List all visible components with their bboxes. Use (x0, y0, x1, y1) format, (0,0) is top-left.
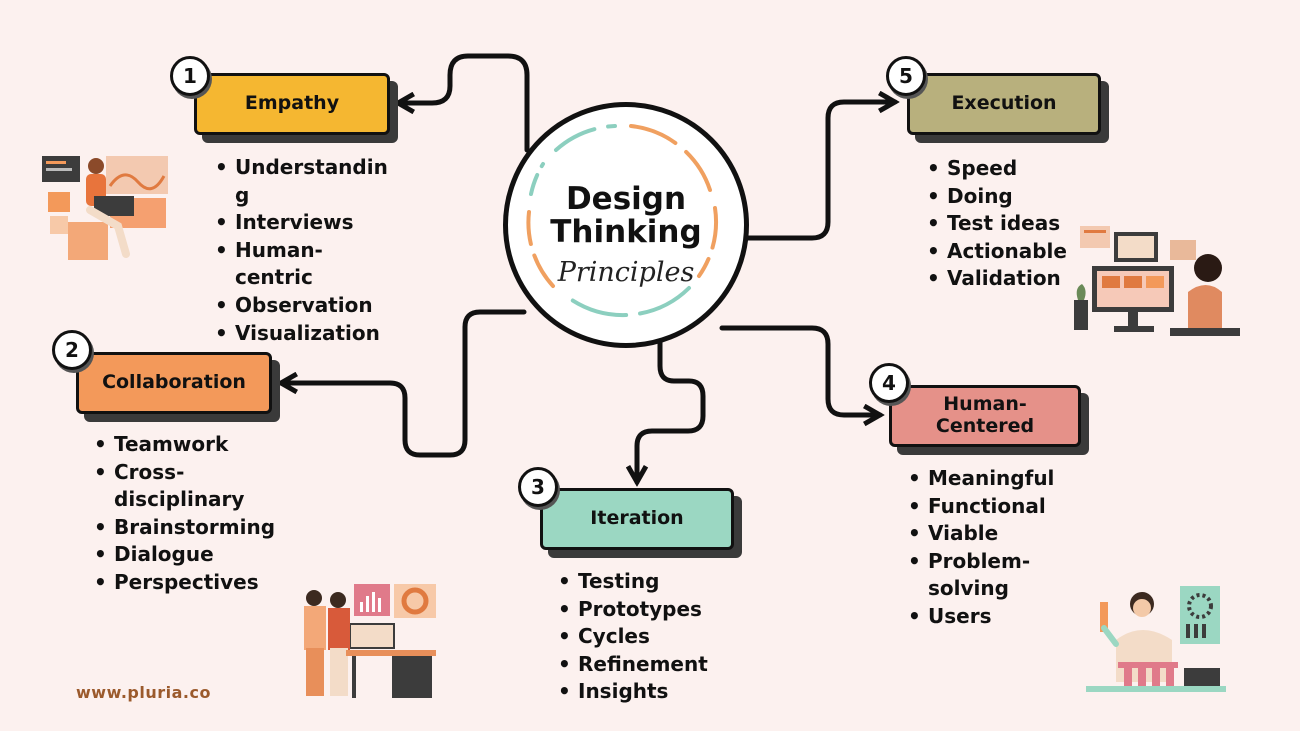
list-item: Test ideas (925, 210, 1067, 238)
list-item: Cycles (556, 623, 708, 651)
list-iteration: Testing Prototypes Cycles Refinement Ins… (556, 568, 708, 706)
illustration-computer-person (1074, 226, 1240, 336)
badge-5: 5 (886, 56, 926, 96)
list-item: Speed (925, 155, 1067, 183)
list-item: Dialogue (92, 541, 275, 569)
list-item: Understandin (213, 154, 388, 182)
list-item: Refinement (556, 651, 708, 679)
list-item: Testing (556, 568, 708, 596)
box-empathy: Empathy (194, 73, 390, 135)
list-item: Functional (906, 493, 1054, 521)
center-circle: Design Thinking Principles (503, 102, 749, 348)
connector-empathy (398, 53, 530, 153)
list-item: Users (906, 603, 1054, 631)
list-item: Cross- (92, 459, 275, 487)
badge-3: 3 (518, 467, 558, 507)
list-item: Validation (925, 265, 1067, 293)
list-execution: Speed Doing Test ideas Actionable Valida… (925, 155, 1067, 293)
list-item-continuation: solving (928, 576, 1009, 601)
list-item: Insights (556, 678, 708, 706)
list-item: Human- (213, 237, 388, 265)
illustration-laptop-person (42, 156, 168, 260)
list-item-continuation: centric (235, 265, 313, 290)
list-item-continuation: disciplinary (114, 487, 245, 512)
box-execution: Execution (907, 73, 1101, 135)
badge-1: 1 (170, 56, 210, 96)
title-thinking: Thinking (550, 214, 702, 250)
connector-execution (742, 102, 895, 241)
badge-2: 2 (52, 330, 92, 370)
list-item: Problem- (906, 548, 1054, 576)
connector-human-centered (719, 325, 880, 415)
list-empathy: Understandin g Interviews Human- centric… (213, 154, 388, 347)
illustration-lab-person (1086, 586, 1226, 692)
connector-iteration (637, 337, 706, 482)
list-item: Visualization (213, 320, 388, 348)
list-item-continuation: g (235, 182, 250, 207)
title-principles: Principles (557, 257, 695, 288)
box-human-centered: Human- Centered (889, 385, 1081, 447)
website-link[interactable]: www.pluria.co (76, 683, 211, 702)
list-item: Perspectives (92, 569, 275, 597)
list-item: Actionable (925, 238, 1067, 266)
list-item: Doing (925, 183, 1067, 211)
box-collaboration: Collaboration (76, 352, 272, 414)
list-item: Interviews (213, 209, 388, 237)
title-design: Design (565, 181, 687, 217)
illustration-team (304, 584, 436, 698)
box-iteration: Iteration (540, 488, 734, 550)
list-item: Viable (906, 520, 1054, 548)
list-item: Meaningful (906, 465, 1054, 493)
list-human-centered: Meaningful Functional Viable Problem- so… (906, 465, 1054, 631)
list-item: Brainstorming (92, 514, 275, 542)
list-item: Teamwork (92, 431, 275, 459)
badge-4: 4 (869, 363, 909, 403)
dashed-ring (526, 124, 719, 317)
connector-collaboration (281, 309, 527, 458)
list-item: Observation (213, 292, 388, 320)
list-item: Prototypes (556, 596, 708, 624)
list-collaboration: Teamwork Cross- disciplinary Brainstormi… (92, 431, 275, 597)
